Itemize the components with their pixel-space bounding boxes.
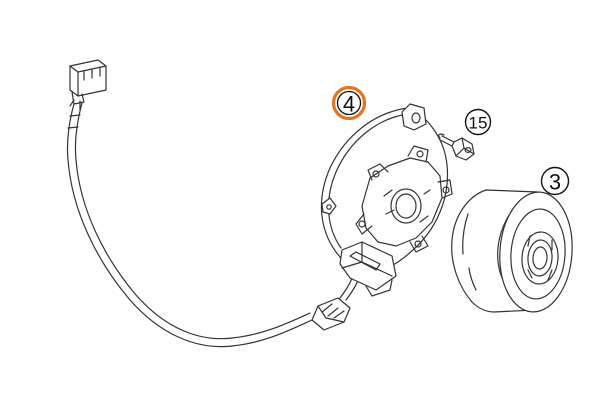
bolt — [438, 133, 475, 161]
callout-3-label: 3 — [549, 170, 561, 195]
stator-assembly — [320, 103, 453, 297]
callout-3: 3 — [540, 166, 570, 196]
callout-4: 4 — [331, 85, 367, 121]
callout-3-ring — [540, 166, 570, 196]
cable-grommet — [311, 277, 359, 331]
rotor-flywheel — [451, 189, 573, 313]
callout-15-ring — [464, 108, 492, 136]
callout-15: 15 — [464, 108, 492, 136]
wiring-harness — [66, 59, 359, 348]
callout-15-label: 15 — [469, 114, 488, 133]
callout-4-ring — [336, 90, 362, 116]
connector-plug — [69, 59, 107, 111]
callout-4-label: 4 — [343, 92, 355, 117]
